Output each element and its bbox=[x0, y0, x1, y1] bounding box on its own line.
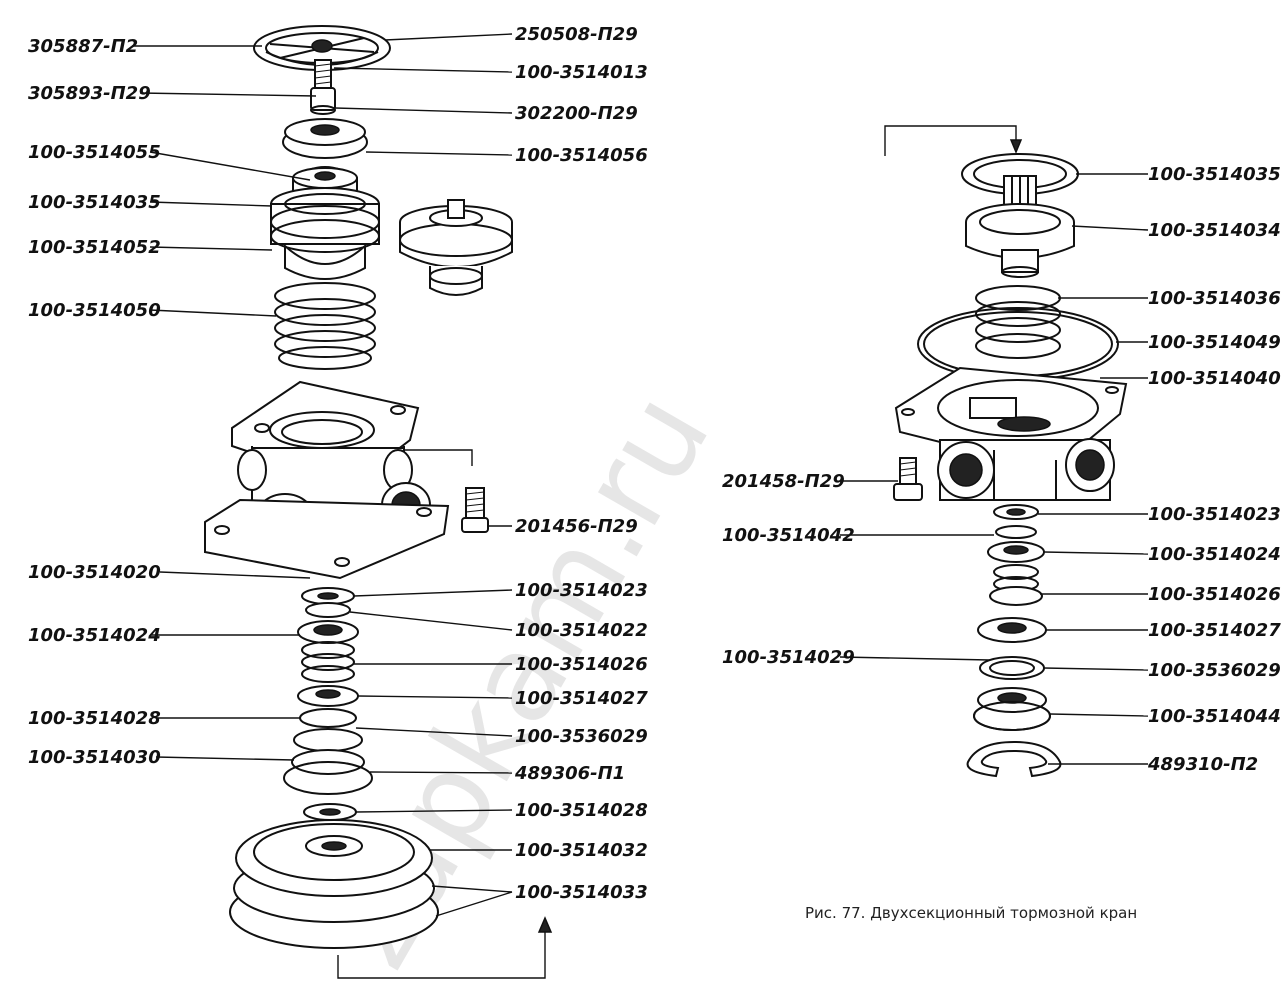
washer-ring bbox=[282, 118, 368, 159]
right-label-2: 100-3514013 bbox=[515, 62, 648, 83]
left-assembly: 305887-П2 305893-П29 100-3514055 100-351… bbox=[28, 24, 648, 979]
r-label-6: 100-3514023 bbox=[1148, 504, 1281, 525]
r-label-3: 100-3514036 bbox=[1148, 288, 1281, 309]
left-label-6: 100-3514050 bbox=[28, 300, 161, 321]
lower-stack bbox=[283, 587, 373, 821]
left-label-9: 100-3514028 bbox=[28, 708, 161, 729]
right-label-12: 100-3514028 bbox=[515, 800, 648, 821]
right-piston bbox=[965, 203, 1075, 278]
r-label-2: 100-3514034 bbox=[1148, 220, 1281, 241]
left-label-7: 100-3514020 bbox=[28, 562, 161, 583]
left-label-2: 305893-П29 bbox=[28, 83, 151, 104]
detached-piston bbox=[399, 199, 513, 296]
figure-caption: Рис. 77. Двухсекционный тормозной кран bbox=[805, 904, 1137, 922]
base-discs bbox=[229, 819, 439, 949]
left-label-3: 100-3514055 bbox=[28, 142, 161, 163]
r-label-7: 100-3514024 bbox=[1148, 544, 1281, 565]
right-label-9: 100-3514027 bbox=[515, 688, 648, 709]
right-label-1: 250508-П29 bbox=[515, 24, 638, 45]
left-label-8: 100-3514024 bbox=[28, 625, 161, 646]
r-label-1: 100-3514035 bbox=[1148, 164, 1281, 185]
right-label-11: 489306-П1 bbox=[514, 763, 625, 784]
right-label-7: 100-3514022 bbox=[515, 620, 648, 641]
right-label-3: 302200-П29 bbox=[515, 103, 638, 124]
spring bbox=[274, 282, 376, 370]
r-label-11: 100-3514044 bbox=[1148, 706, 1281, 727]
right-label-6: 100-3514023 bbox=[515, 580, 648, 601]
circlip bbox=[966, 740, 1062, 778]
upper-piston bbox=[270, 187, 380, 280]
right-label-4: 100-3514056 bbox=[515, 145, 648, 166]
left-label-5: 100-3514052 bbox=[28, 237, 161, 258]
r-left-label-3: 100-3514029 bbox=[722, 647, 855, 668]
r-left-label-2: 100-3514042 bbox=[722, 525, 855, 546]
r-label-5: 100-3514040 bbox=[1148, 368, 1281, 389]
r-label-9: 100-3514027 bbox=[1148, 620, 1281, 641]
right-lower-stack bbox=[973, 504, 1051, 731]
right-spring bbox=[975, 285, 1061, 359]
r-label-10: 100-3536029 bbox=[1148, 660, 1281, 681]
bolt bbox=[310, 59, 336, 115]
r-label-4: 100-3514049 bbox=[1148, 332, 1281, 353]
r-label-12: 489310-П2 bbox=[1147, 754, 1258, 775]
left-label-10: 100-3514030 bbox=[28, 747, 161, 768]
right-housing bbox=[894, 366, 1128, 501]
right-bolt bbox=[893, 457, 923, 501]
handwheel bbox=[253, 25, 391, 71]
r-left-label-1: 201458-П29 bbox=[722, 471, 845, 492]
r-label-8: 100-3514026 bbox=[1148, 584, 1281, 605]
right-assembly: 100-3514035 100-3514034 100-3514036 100-… bbox=[722, 125, 1281, 778]
right-label-8: 100-3514026 bbox=[515, 654, 648, 675]
housing bbox=[204, 380, 450, 580]
right-label-5: 201456-П29 bbox=[515, 516, 638, 537]
left-label-4: 100-3514035 bbox=[28, 192, 161, 213]
small-bolt bbox=[461, 487, 489, 533]
right-label-10: 100-3536029 bbox=[515, 726, 648, 747]
left-label-1: 305887-П2 bbox=[28, 36, 138, 57]
right-label-13: 100-3514032 bbox=[515, 840, 648, 861]
right-label-14: 100-3514033 bbox=[515, 882, 648, 903]
